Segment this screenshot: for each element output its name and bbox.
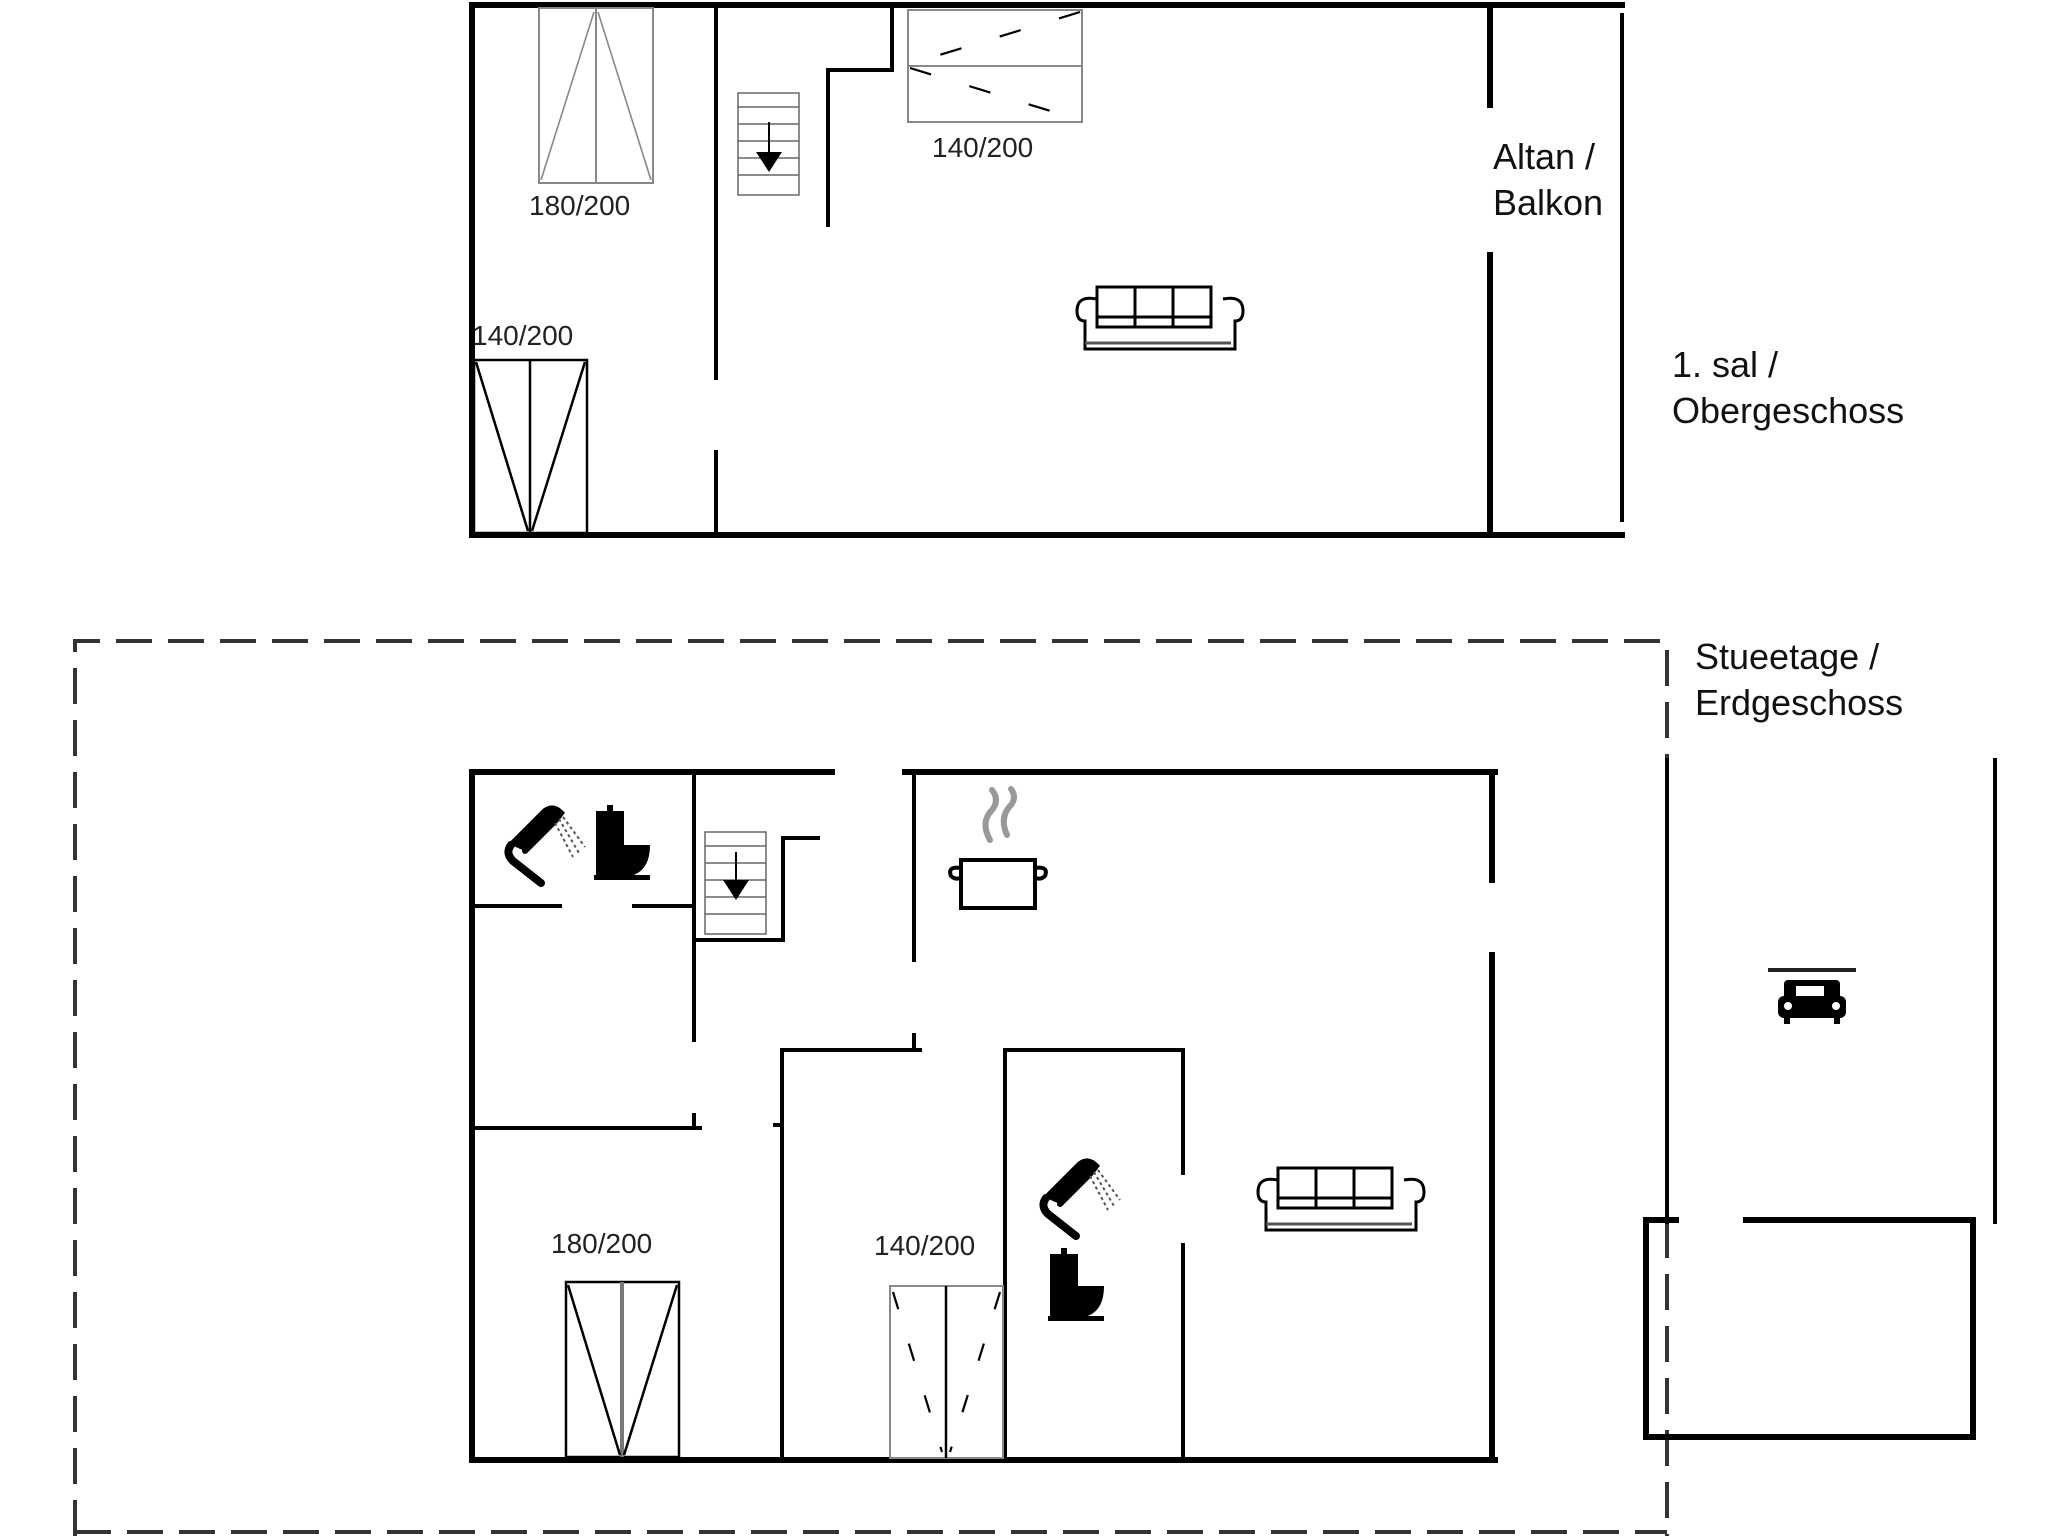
bed-size-label: 140/200 — [472, 320, 574, 351]
bed-140-200-ground — [889, 1285, 1004, 1459]
upper-floor — [469, 2, 1625, 538]
carport — [1643, 758, 1997, 1440]
toilet-icon — [594, 805, 650, 880]
balcony-label-line2: Balkon — [1493, 182, 1604, 223]
floor-label-ground-line1: Stueetage / — [1695, 636, 1880, 677]
shower-icon — [504, 805, 586, 887]
balcony-label-line1: Altan / — [1493, 136, 1596, 177]
floor-label-ground: Stueetage / Erdgeschoss — [1695, 634, 1903, 726]
toilet-icon — [1048, 1248, 1104, 1321]
bed-size-label: 180/200 — [551, 1228, 653, 1259]
floor-label-upper-line1: 1. sal / — [1672, 344, 1779, 385]
ground-floor — [73, 639, 1997, 1536]
stairs-icon — [704, 831, 767, 935]
bed-size-label: 140/200 — [932, 132, 1034, 163]
sofa-icon — [1075, 285, 1245, 351]
balcony-label: Altan / Balkon — [1493, 134, 1603, 226]
stairs-icon — [737, 92, 800, 196]
cooking-pot-icon — [948, 786, 1048, 910]
floor-label-ground-line2: Erdgeschoss — [1695, 682, 1904, 723]
bed-size-label: 140/200 — [874, 1230, 976, 1261]
floor-label-upper: 1. sal / Obergeschoss — [1672, 342, 1904, 434]
bed-180-200-upper — [538, 7, 654, 184]
sofa-icon — [1256, 1166, 1426, 1232]
bed-size-label: 180/200 — [529, 190, 631, 221]
bed-140-200-upper-center — [907, 9, 1083, 123]
bed-180-200-ground — [564, 1280, 681, 1459]
bed-140-200-upper-left — [472, 358, 589, 535]
floor-label-upper-line2: Obergeschoss — [1672, 390, 1905, 431]
shower-icon — [1039, 1158, 1121, 1240]
car-icon — [1768, 968, 1856, 1024]
